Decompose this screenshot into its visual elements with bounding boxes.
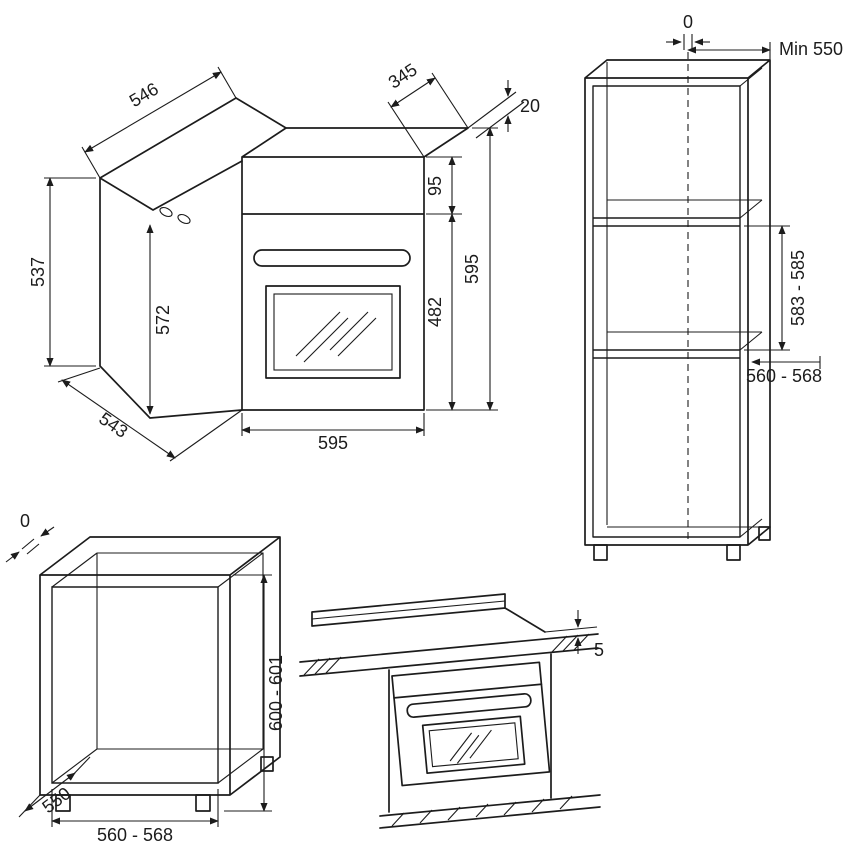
floor-lines bbox=[379, 794, 601, 829]
dim-560-568-tall-label: 560 - 568 bbox=[746, 366, 822, 386]
base-unit-outline bbox=[39, 536, 281, 796]
dim-482-label: 482 bbox=[425, 297, 445, 327]
base-unit-view: 0 600 - 601 550 560 - 568 bbox=[5, 511, 286, 845]
oven-extension-lines bbox=[44, 66, 525, 462]
built-in-oven-view: 546 345 20 95 482 595 537 572 543 595 bbox=[28, 59, 540, 462]
base-unit-interior-lines bbox=[51, 552, 264, 784]
under-oven-handle bbox=[406, 692, 532, 719]
dim-depth-line bbox=[24, 772, 76, 812]
dim-5-label: 5 bbox=[594, 640, 604, 660]
dim-min-550-label: Min 550 bbox=[779, 39, 843, 59]
hob-counter-view: 5 bbox=[299, 593, 604, 829]
zero-gap-arrow-left bbox=[5, 551, 20, 563]
dim-345-label: 345 bbox=[385, 59, 421, 92]
under-oven-glass-inner bbox=[428, 722, 519, 768]
glass-reflection-lines bbox=[295, 311, 377, 363]
floor-hatch-lines bbox=[391, 795, 573, 827]
under-oven-outline bbox=[391, 661, 551, 787]
zero-gap-arrow-right bbox=[40, 526, 55, 537]
tall-unit-zero-label: 0 bbox=[683, 12, 693, 32]
tall-unit-inner-frame bbox=[592, 85, 741, 538]
dim-20-label: 20 bbox=[520, 96, 540, 116]
dim-583-585-label: 583 - 585 bbox=[788, 250, 808, 326]
dim-543-label: 543 bbox=[95, 408, 131, 442]
dim-543-line bbox=[61, 379, 176, 459]
dim-595-width-label: 595 bbox=[318, 433, 348, 453]
hob-outline bbox=[311, 593, 546, 633]
dim-595-height-label: 595 bbox=[462, 254, 482, 284]
oven-body-outline bbox=[241, 127, 469, 411]
oven-door-glass-inner bbox=[273, 293, 393, 371]
zero-gap-ticks bbox=[21, 538, 40, 555]
zero-gap-ticks bbox=[683, 34, 693, 50]
oven-door-glass bbox=[265, 285, 401, 379]
dim-572-label: 572 bbox=[153, 305, 173, 335]
dim-600-601-label: 600 - 601 bbox=[266, 655, 286, 731]
tall-unit-outline bbox=[584, 59, 771, 546]
under-counter-oven bbox=[391, 661, 551, 787]
dim-546-label: 546 bbox=[126, 79, 162, 111]
hob-edge-extension-line bbox=[544, 626, 598, 633]
worktop-lines bbox=[299, 633, 599, 677]
under-oven-glass bbox=[421, 715, 526, 775]
tall-unit-view: 0 Min 550 583 - 585 560 - 568 bbox=[584, 12, 843, 561]
dim-345-line bbox=[390, 77, 436, 108]
worktop-hatch-lines bbox=[303, 633, 590, 676]
cabinet-foot bbox=[758, 526, 771, 541]
dim-550-label: 550 bbox=[38, 783, 74, 817]
under-oven-reflection-lines bbox=[449, 729, 492, 764]
fixing-hole-icon bbox=[177, 213, 191, 225]
cabinet-foot bbox=[593, 544, 608, 561]
dim-546-line bbox=[84, 71, 222, 153]
cabinet-side-lines bbox=[388, 653, 552, 813]
dim-560-568-base-label: 560 - 568 bbox=[97, 825, 173, 845]
cabinet-foot bbox=[195, 794, 211, 812]
cabinet-foot bbox=[726, 544, 741, 561]
under-oven-panel-line bbox=[393, 683, 543, 699]
fixing-hole-icon bbox=[159, 206, 173, 218]
base-unit-zero-label: 0 bbox=[20, 511, 30, 531]
dim-95-label: 95 bbox=[425, 176, 445, 196]
base-unit-inner-frame bbox=[51, 586, 219, 784]
oven-handle bbox=[253, 249, 411, 267]
dim-537-label: 537 bbox=[28, 257, 48, 287]
hob-inner-line bbox=[311, 600, 506, 620]
